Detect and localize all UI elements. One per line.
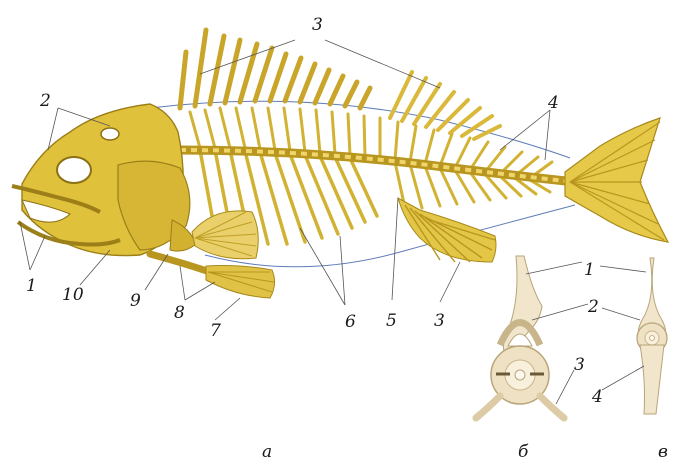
fish-skeleton: 3 2 4 1 10 9 8 7 6 5 3 [12, 15, 668, 341]
label-2-skull: 2 [39, 91, 51, 111]
label-5: 5 [386, 311, 397, 331]
label-b-1: 1 [584, 260, 595, 280]
label-1-jaw: 1 [26, 276, 37, 296]
eye-orbit [57, 157, 91, 183]
label-8: 8 [174, 303, 185, 323]
haemal-spine-c [640, 345, 664, 414]
label-7: 7 [210, 321, 221, 341]
pelvic-girdle [150, 254, 210, 272]
tail-vertebra: 2 4 [591, 258, 667, 414]
parapophysis-left-b [476, 396, 500, 418]
label-6: 6 [345, 312, 356, 332]
nostril [101, 128, 119, 140]
caudal-fin [565, 118, 668, 242]
label-4-spines: 4 [547, 93, 559, 113]
trunk-vertebra: 1 2 3 [476, 256, 599, 418]
label-3-anal: 3 [434, 311, 445, 331]
label-b-3: 3 [574, 355, 585, 375]
caption-c: в [658, 442, 668, 462]
caption-a: а [262, 442, 272, 462]
label-3-dorsal: 3 [312, 15, 323, 35]
label-c-4: 4 [591, 387, 603, 407]
vertebral-column [180, 150, 575, 182]
dorsal-fin-soft [390, 72, 500, 139]
label-9: 9 [130, 291, 141, 311]
label-10: 10 [62, 285, 84, 305]
neural-spines [190, 108, 552, 178]
dorsal-fin-spiny [180, 30, 370, 108]
parapophysis-right-b [540, 396, 564, 418]
label-b-2: 2 [587, 297, 599, 317]
caption-b: б [518, 442, 529, 462]
